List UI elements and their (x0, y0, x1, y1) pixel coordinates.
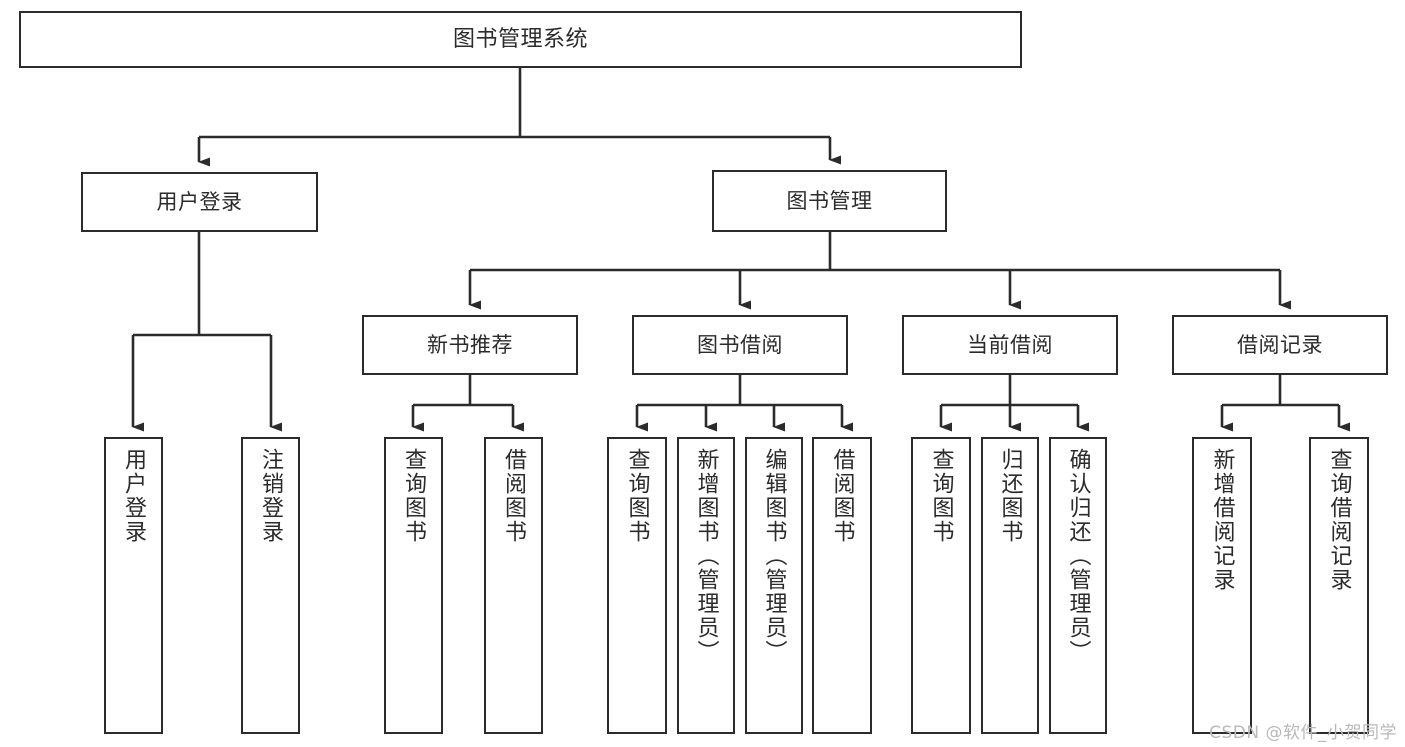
node-label: 查询图书 (928, 448, 954, 544)
leaf-book-borrow-edit-book-admin[interactable]: 编辑图书（管理员） (745, 437, 803, 734)
leaf-user-login-login[interactable]: 用户登录 (104, 437, 163, 734)
leaf-borrow-record-query-record[interactable]: 查询借阅记录 (1309, 437, 1369, 734)
watermark-text: CSDN @软件_小贺同学 (1209, 723, 1397, 743)
node-book-management[interactable]: 图书管理 (712, 170, 947, 232)
node-label: 用户登录 (121, 448, 147, 544)
leaf-book-borrow-query-book[interactable]: 查询图书 (607, 437, 667, 734)
node-label: 归还图书 (997, 448, 1023, 544)
node-label: 查询图书 (401, 448, 427, 544)
node-label: 查询图书 (624, 448, 650, 544)
node-label: 新增借阅记录 (1209, 448, 1235, 592)
node-label: 图书管理系统 (452, 26, 588, 52)
node-label: 图书借阅 (697, 332, 783, 357)
node-label: 图书管理 (786, 188, 873, 213)
node-current-borrowing[interactable]: 当前借阅 (902, 315, 1118, 375)
leaf-current-borrow-confirm-return-admin[interactable]: 确认归还（管理员） (1049, 437, 1107, 734)
leaf-new-book-borrow-book[interactable]: 借阅图书 (484, 437, 543, 734)
node-label: 当前借阅 (967, 332, 1053, 357)
leaf-current-borrow-return-book[interactable]: 归还图书 (981, 437, 1039, 734)
leaf-new-book-query-book[interactable]: 查询图书 (384, 437, 443, 734)
node-user-login[interactable]: 用户登录 (81, 172, 318, 232)
node-label: 借阅图书 (829, 448, 855, 544)
node-book-borrowing[interactable]: 图书借阅 (632, 315, 848, 375)
node-label: 新书推荐 (427, 332, 513, 357)
node-label: 查询借阅记录 (1326, 448, 1352, 592)
node-label: 注销登录 (258, 448, 284, 544)
leaf-book-borrow-add-book-admin[interactable]: 新增图书（管理员） (677, 437, 735, 734)
node-label: 编辑图书（管理员） (761, 448, 787, 664)
node-label: 新增图书（管理员） (693, 448, 719, 664)
node-label: 借阅记录 (1237, 332, 1323, 357)
node-root-book-management-system[interactable]: 图书管理系统 (19, 11, 1022, 68)
leaf-user-login-logout[interactable]: 注销登录 (241, 437, 300, 734)
node-label: 用户登录 (156, 189, 243, 214)
leaf-book-borrow-borrow-book[interactable]: 借阅图书 (812, 437, 872, 734)
node-borrowing-record[interactable]: 借阅记录 (1172, 315, 1388, 375)
node-label: 确认归还（管理员） (1065, 448, 1091, 664)
leaf-borrow-record-add-record[interactable]: 新增借阅记录 (1192, 437, 1252, 734)
leaf-current-borrow-query-book[interactable]: 查询图书 (911, 437, 971, 734)
node-new-book-recommendation[interactable]: 新书推荐 (362, 315, 578, 375)
node-label: 借阅图书 (501, 448, 527, 544)
